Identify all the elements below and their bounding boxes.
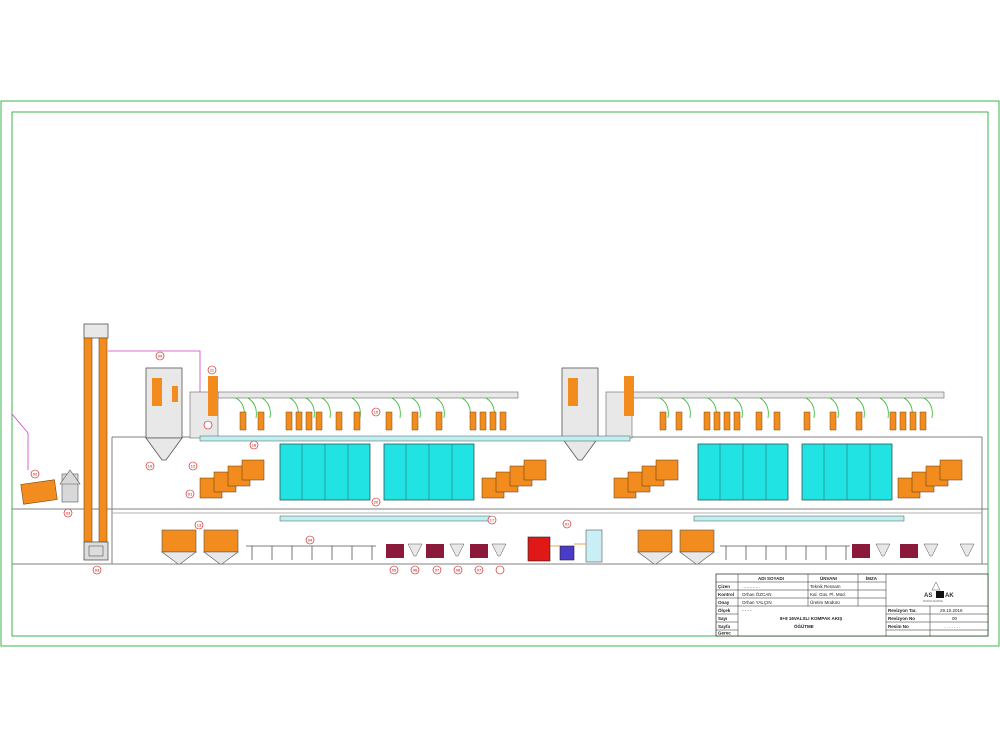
- tb-rev-no-label: Revizyon No: [888, 616, 915, 621]
- control-panel: [527, 529, 603, 563]
- tb-label-scale: Ölçek: [718, 607, 731, 613]
- tag-bins-left: 13: [197, 523, 202, 528]
- tag-cyclone-top-right: 11: [210, 368, 215, 373]
- equipment-tags: [30, 351, 572, 575]
- roller-mills-2: [481, 459, 547, 499]
- tb-row-name-control: Orhan ÖZCAN: [742, 591, 772, 597]
- tb-label-count: Sayı: [718, 616, 727, 621]
- air-lock-row-right: [659, 411, 927, 431]
- tag-cleaner: 02: [33, 472, 38, 477]
- filter-right: [561, 367, 599, 461]
- screw-conveyor-left: [246, 545, 376, 560]
- tag-panel: 01: [565, 522, 570, 527]
- bins-right: [637, 529, 715, 565]
- bucket-elevator: [83, 323, 109, 561]
- drawing-title-1: 8+8 16VALSLI KOMPAK AKIŞ: [780, 616, 842, 621]
- svg-text:AK: AK: [945, 593, 954, 599]
- tb-header-title: ÜNVANI: [820, 575, 837, 581]
- tb-header-name: ADI SOYADI: [758, 576, 784, 581]
- roller-mills-3: [613, 459, 679, 499]
- tb-rev-date-label: Revizyon Tar.: [888, 608, 917, 613]
- title-block: [715, 573, 989, 637]
- tb-row-title-approval: Üretim Müdürü: [810, 599, 840, 605]
- tag-sifter-left: 20: [374, 500, 379, 505]
- tag-conveyor-bottom: 17: [490, 518, 495, 523]
- tb-header-signature: İMZA: [866, 575, 878, 581]
- tb-scale-value: - - - -: [742, 608, 752, 613]
- tb-drawing-no-label: Resim No: [888, 624, 909, 629]
- tb-label-page: Sayfa: [718, 624, 731, 629]
- pneumatic-line: [11, 350, 215, 470]
- tag-roll-mid: 15: [374, 410, 379, 415]
- tag-cyclone-top-left: 09: [158, 354, 163, 359]
- cleaner-machine: [20, 469, 81, 505]
- tag-pump-3: 07: [435, 568, 440, 573]
- tb-row-title-drawn: Teknik Ressam: [810, 584, 841, 589]
- tb-row-name-drawn: …………: [742, 584, 760, 589]
- tag-pump-4: 08: [456, 568, 461, 573]
- tag-roll-group-left: 01: [188, 492, 193, 497]
- company-logo: AS AK MAKİNA MAKİNE: [923, 581, 954, 603]
- tb-rev-date-value: 29.10.2016: [940, 608, 963, 613]
- tag-fan-left: 10: [148, 464, 153, 469]
- tag-elevator-bottom: 03: [95, 568, 100, 573]
- filter-left: [145, 367, 183, 461]
- roller-mills-1: [199, 459, 265, 499]
- plansifter-3: [697, 443, 789, 501]
- svg-text:AS: AS: [924, 593, 932, 599]
- tag-dust-a: 12: [191, 464, 196, 469]
- conveyor-lower-left: [279, 515, 491, 522]
- plansifter-1: [279, 443, 371, 501]
- tb-row-title-control: Kal. Güv. Pl. Müd.: [810, 592, 846, 597]
- screw-conveyor-right: [720, 545, 850, 560]
- tag-pump-2: 06: [413, 568, 418, 573]
- top-air-duct-left: [189, 376, 519, 439]
- drawing-title-2: ÖĞÜTME: [794, 622, 814, 629]
- plansifter-4: [801, 443, 893, 501]
- tb-row-label-control: Kontrol: [718, 592, 734, 597]
- tag-pump-5: 07: [477, 568, 482, 573]
- tb-drawing-no-value: . . . . . . .: [944, 624, 960, 629]
- svg-text:MAKİNA MAKİNE: MAKİNA MAKİNE: [923, 600, 943, 603]
- tb-rev-no-value: 00: [952, 616, 958, 621]
- tag-conveyor-top: 18: [252, 443, 257, 448]
- tb-label-gerec: Gerec: [718, 631, 731, 636]
- green-pneumatic-pipes: [235, 397, 933, 419]
- tag-pump-1: 05: [392, 568, 397, 573]
- inner-frame: [11, 111, 989, 637]
- tb-row-name-approval: Orhan YALÇIN: [742, 600, 772, 605]
- packer-row: [386, 543, 975, 558]
- air-lock-row-left: [239, 411, 507, 431]
- bins-left: [161, 529, 239, 565]
- tb-row-label-drawn: Çizen: [718, 584, 730, 589]
- outer-frame: [0, 100, 1000, 647]
- tag-screws: 04: [308, 538, 313, 543]
- top-air-duct-right: [605, 376, 945, 439]
- conveyor-lower-right: [693, 515, 905, 522]
- tag-elevator-left: 03: [66, 511, 71, 516]
- conveyor-upper-left: [199, 435, 631, 442]
- roller-mills-4: [897, 459, 963, 499]
- plansifter-2: [383, 443, 475, 501]
- tb-row-label-approval: Onay: [718, 600, 730, 605]
